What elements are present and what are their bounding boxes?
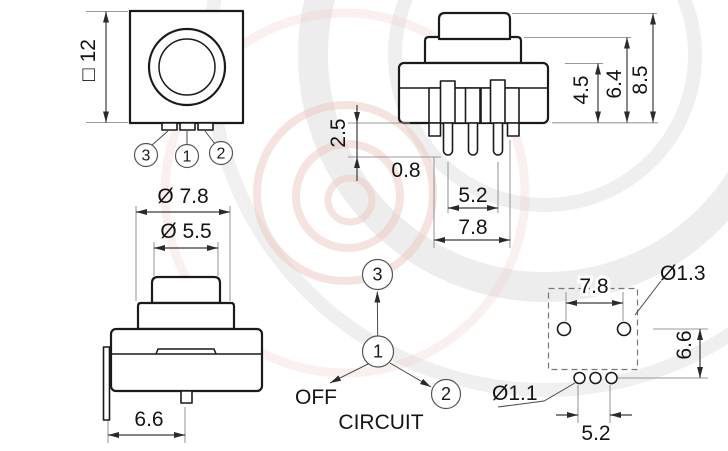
pcb-outline-dashed (547, 287, 639, 371)
circuit-diagram: 3 1 2 OFF CIRCUIT (295, 258, 462, 434)
dim-hole-diameter: Ø1.3 (660, 262, 706, 285)
dim-base-width: 6.6 (134, 408, 163, 431)
mount-holes (556, 321, 632, 337)
solder-pins (442, 122, 504, 156)
terminal-2-label: 2 (217, 146, 226, 163)
top-view-dimension-12: □ 12 (77, 10, 128, 124)
side-view: 4.5 6.4 8.5 2.5 0.8 5.2 7.8 (327, 11, 658, 248)
button-inner-circle (158, 38, 216, 96)
front-plunger-cap (150, 275, 222, 305)
dim-body-height: 4.5 (570, 75, 593, 104)
dim-top-diameter: Ø 5.5 (160, 220, 211, 243)
terminal-tabs (161, 122, 214, 131)
front-bottom-pin (180, 390, 193, 404)
plunger-step (423, 35, 523, 65)
terminal-leaders (151, 130, 216, 146)
front-view: Ø 7.8 Ø 5.5 6.6 (102, 185, 264, 443)
dim-pin-protrusion: 2.5 (327, 118, 350, 147)
circuit-state-label: OFF (295, 386, 337, 409)
dim-row-gap: 6.6 (673, 330, 696, 359)
pcb-dimensions: 7.8 Ø1.3 6.6 Ø1.1 5.2 (492, 262, 708, 445)
side-lever-wire (102, 346, 111, 421)
plunger-cap (437, 11, 512, 41)
dim-hole-pitch: 7.8 (579, 275, 608, 298)
dim-step-height: 6.4 (603, 69, 626, 99)
front-switch-body (109, 327, 264, 393)
terminal-1-label: 1 (183, 149, 192, 166)
dim-pin-width: 0.8 (391, 159, 420, 182)
dim-square-size: □ 12 (77, 39, 100, 81)
pcb-layout-view: 7.8 Ø1.3 6.6 Ø1.1 5.2 (492, 262, 708, 445)
circuit-node-2: 2 (441, 384, 451, 404)
side-view-pin-dimensions: 2.5 0.8 5.2 7.8 (327, 105, 511, 248)
mounting-tabs (428, 122, 520, 137)
dim-pin-pitch-side: 5.2 (458, 184, 487, 207)
front-plunger-step (136, 301, 236, 331)
dim-cap-diameter: Ø 7.8 (157, 185, 208, 208)
circuit-node-1: 1 (373, 342, 383, 362)
body-notch (155, 348, 217, 355)
pin-holes (573, 371, 618, 385)
dim-mount-width-side: 7.8 (458, 216, 487, 239)
dim-small-hole-pitch: 5.2 (581, 422, 610, 445)
circuit-title: CIRCUIT (338, 411, 423, 434)
circuit-node-3: 3 (372, 265, 382, 285)
dim-small-hole-diameter: Ø1.1 (492, 382, 538, 405)
button-outer-circle (147, 27, 227, 107)
front-view-diameter-dimensions: Ø 7.8 Ø 5.5 (135, 185, 231, 301)
terminal-3-label: 3 (142, 148, 151, 165)
dim-total-height: 8.5 (629, 65, 652, 94)
terminal-callouts: 3 1 2 (133, 140, 234, 169)
front-view-base-dimension: 6.6 (107, 407, 186, 443)
side-view-height-dimensions: 4.5 6.4 8.5 (512, 12, 658, 124)
top-view: □ 12 3 1 2 (77, 9, 245, 169)
